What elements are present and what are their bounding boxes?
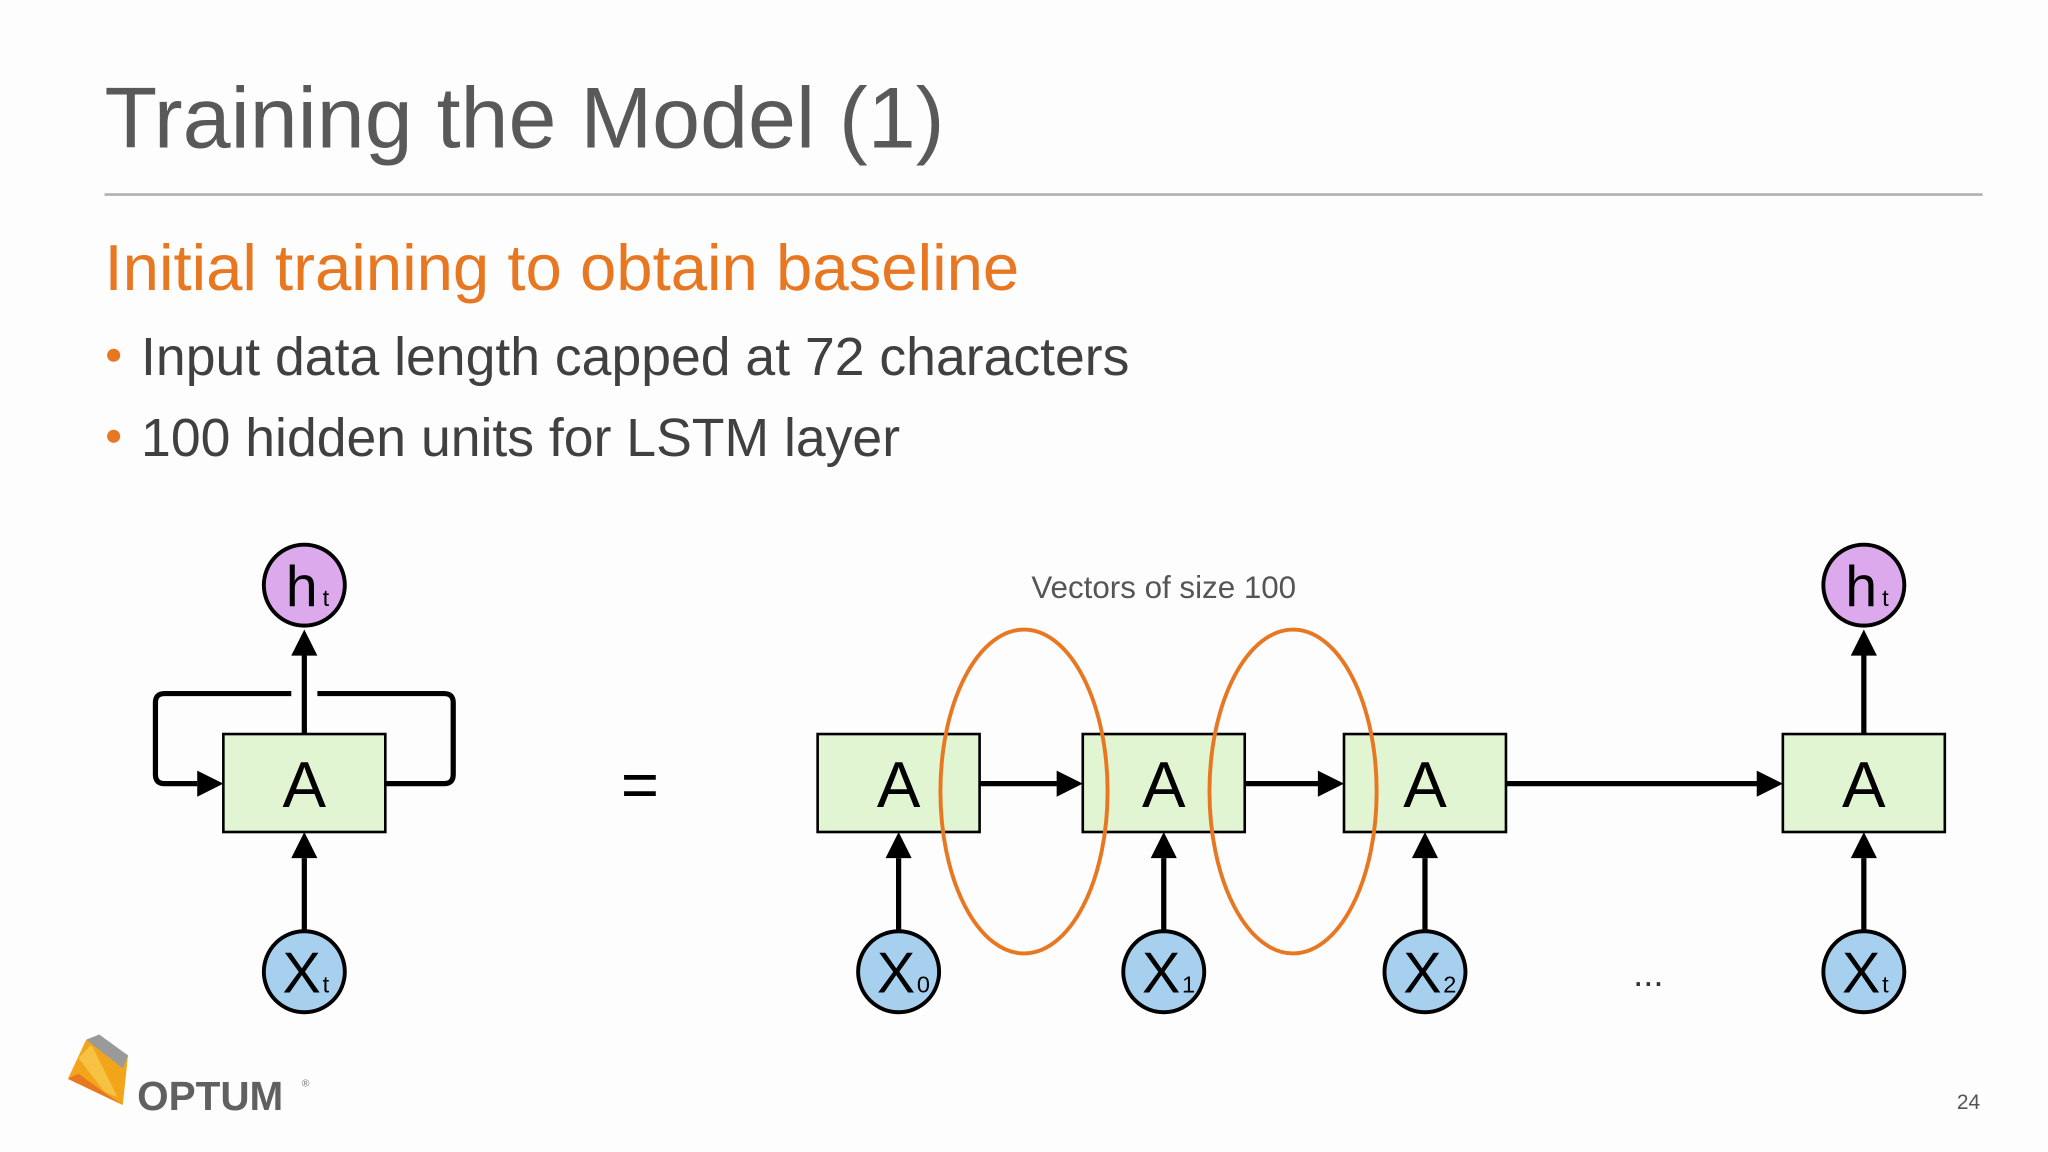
arrowhead-icon xyxy=(1850,832,1877,859)
input-node xyxy=(1821,929,1907,1015)
input-node xyxy=(1121,929,1207,1015)
hidden-vector-highlight xyxy=(1207,627,1379,956)
output-node-subscript: t xyxy=(1882,585,1889,611)
input-node-label: X xyxy=(1842,942,1880,1006)
lstm-cell xyxy=(222,732,387,834)
lstm-cell xyxy=(816,732,981,834)
bullet-dot xyxy=(107,429,121,443)
page-number: 24 xyxy=(1957,1091,1980,1114)
lstm-cell xyxy=(1781,732,1947,834)
input-node-subscript: 0 xyxy=(917,972,930,998)
arrowhead-icon xyxy=(1317,770,1344,797)
input-node xyxy=(261,929,347,1015)
hidden-vector-highlight xyxy=(938,627,1110,956)
input-node xyxy=(856,929,942,1015)
input-node-subscript: t xyxy=(1882,972,1889,998)
cell-label: A xyxy=(1142,748,1186,821)
arrowhead-icon xyxy=(1411,832,1439,859)
output-node-subscript: t xyxy=(323,585,330,611)
logo-text: OPTUM xyxy=(137,1073,283,1119)
bullet-1: Input data length capped at 72 character… xyxy=(141,328,1129,387)
input-node-label: X xyxy=(1403,942,1441,1006)
subtitle: Initial training to obtain baseline xyxy=(104,231,1019,304)
input-node-subscript: 2 xyxy=(1443,972,1456,998)
svg-text:®: ® xyxy=(302,1079,310,1090)
arrowhead-icon xyxy=(291,832,318,859)
output-node-label: h xyxy=(286,555,318,619)
lstm-cell xyxy=(1342,732,1508,834)
optum-logo: OPTUM ® xyxy=(67,1034,310,1119)
output-node xyxy=(1821,542,1907,628)
arrowhead-icon xyxy=(1756,770,1783,797)
equals-sign: = xyxy=(621,748,659,821)
arrowhead-icon xyxy=(291,629,318,656)
input-node-subscript: t xyxy=(323,972,330,998)
input-node-label: X xyxy=(1142,942,1180,1006)
input-node-label: X xyxy=(877,942,915,1006)
arrowhead-icon xyxy=(197,770,224,797)
vector-size-annotation: Vectors of size 100 xyxy=(1031,570,1296,605)
output-node xyxy=(261,542,347,628)
ellipsis: ... xyxy=(1633,953,1663,994)
input-node-subscript: 1 xyxy=(1182,972,1195,998)
input-node-label: X xyxy=(283,942,321,1006)
logo-mark-icon xyxy=(78,1044,118,1098)
logo-mark-icon xyxy=(67,1073,123,1105)
bullet-2: 100 hidden units for LSTM layer xyxy=(141,409,900,468)
cell-label: A xyxy=(877,748,921,821)
input-node xyxy=(1382,929,1468,1015)
logo-mark-icon xyxy=(86,1034,128,1069)
bullet-dot xyxy=(107,348,121,362)
output-node-label: h xyxy=(1845,555,1877,619)
cell-label: A xyxy=(1842,748,1886,821)
arrowhead-icon xyxy=(885,832,912,859)
arrowhead-icon xyxy=(1056,770,1083,797)
recurrent-loop xyxy=(152,690,456,787)
arrowhead-icon xyxy=(1850,629,1877,656)
slide-title: Training the Model (1) xyxy=(104,71,944,167)
arrowhead-icon xyxy=(1150,832,1177,859)
cell-label: A xyxy=(1403,748,1447,821)
cell-label: A xyxy=(283,748,327,821)
